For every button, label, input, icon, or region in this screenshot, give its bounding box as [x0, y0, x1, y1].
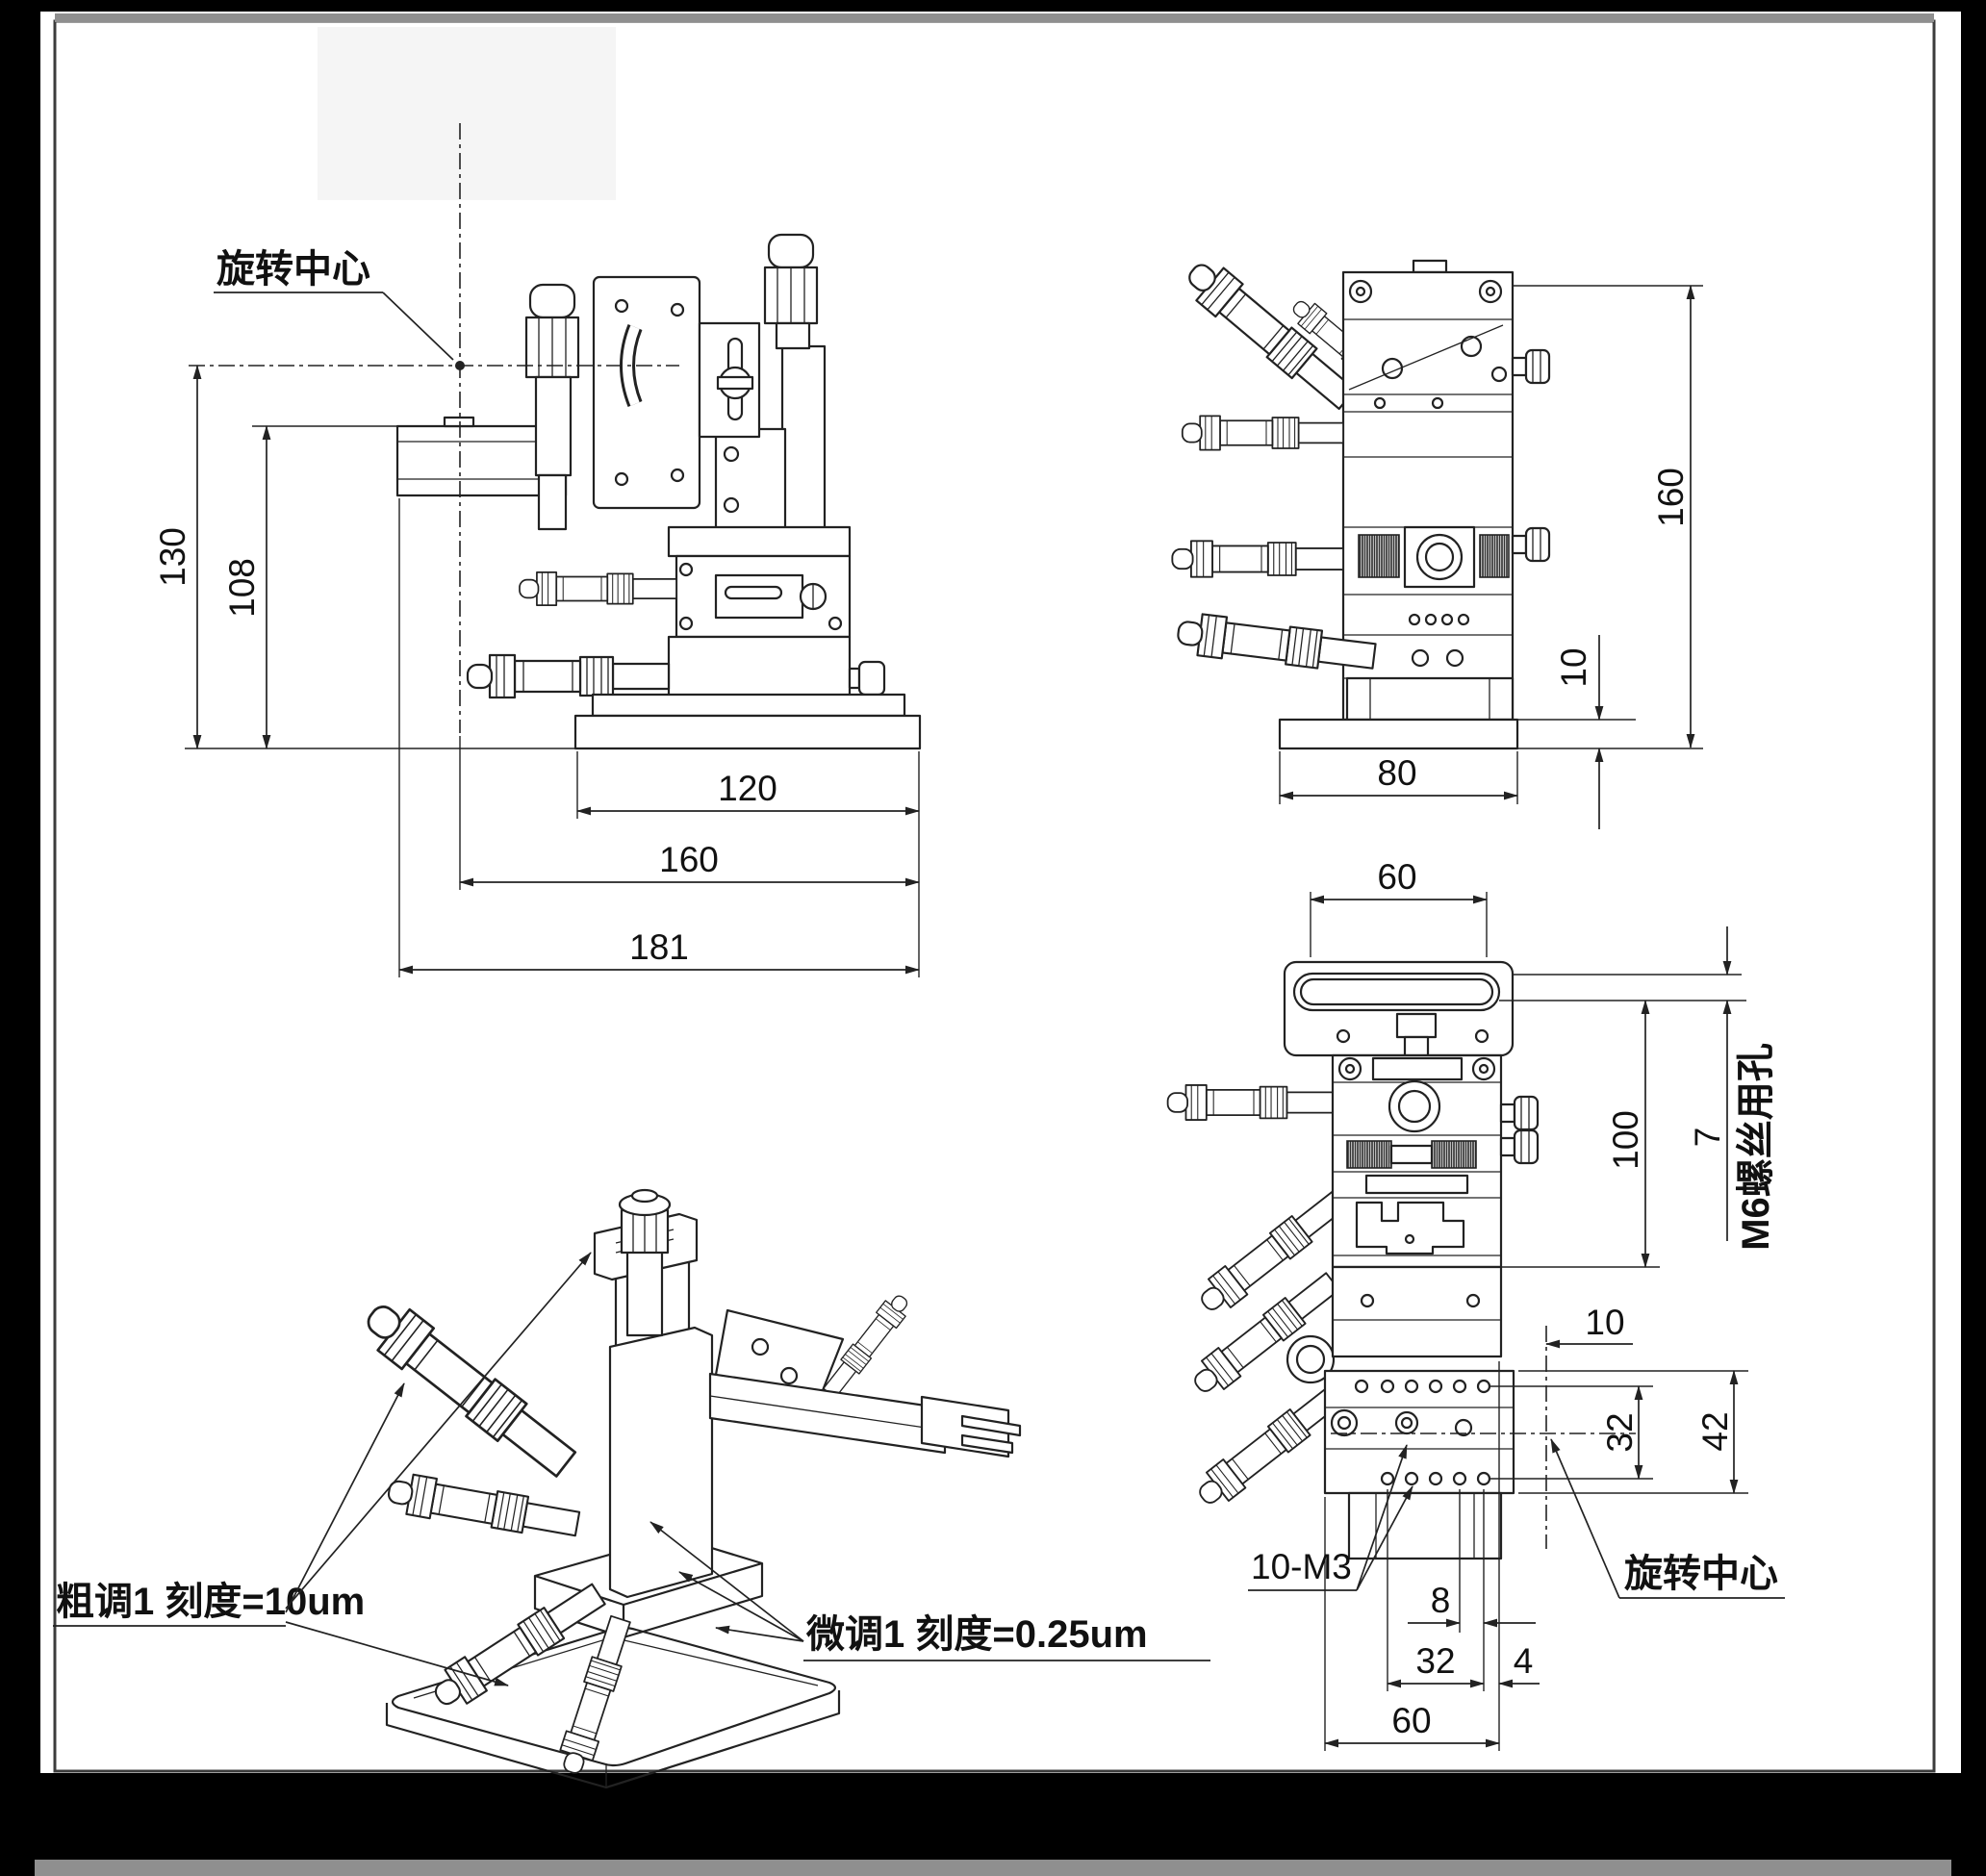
dim-120: 120 [718, 769, 777, 808]
dim-80: 80 [1377, 753, 1416, 793]
dim-8: 8 [1431, 1581, 1451, 1620]
dim-60-bottom: 60 [1391, 1701, 1431, 1740]
rear-view: 60 7 M6螺丝用孔 100 10 32 42 8 32 4 [1166, 857, 1785, 1751]
dim-130: 130 [153, 527, 192, 587]
watermark-patch [318, 27, 616, 200]
base-plate-side [1278, 718, 1519, 750]
dim-7: 7 [1688, 1128, 1727, 1148]
dim-100: 100 [1606, 1110, 1645, 1170]
dim-32: 32 [1600, 1412, 1640, 1452]
bottom-gray-bar [35, 1860, 1951, 1876]
dim-42: 42 [1695, 1411, 1735, 1451]
dim-10-side: 10 [1554, 647, 1593, 687]
top-gray-bar [55, 13, 1934, 22]
dim-108: 108 [222, 558, 262, 618]
rotation-center-label: 旋转中心 [216, 248, 370, 291]
dim-32-bottom: 32 [1415, 1641, 1455, 1681]
coarse-adjust-label: 粗调1 刻度=10um [56, 1581, 365, 1623]
rotation-center-label-rear: 旋转中心 [1624, 1553, 1778, 1595]
m6-slot [1292, 972, 1501, 1012]
dim-160: 160 [659, 840, 719, 879]
base-plate [573, 714, 922, 750]
dim-160-side: 160 [1651, 468, 1691, 527]
dim-4: 4 [1514, 1641, 1534, 1681]
dim-10-rear: 10 [1585, 1303, 1624, 1342]
bottom-black-bar [0, 1773, 1986, 1876]
drawing-frame [53, 19, 1936, 1773]
m6-hole-label: M6螺丝用孔 [1735, 1043, 1777, 1251]
label-10-m3: 10-M3 [1251, 1547, 1352, 1586]
side-view: 160 10 80 [1171, 252, 1703, 829]
isometric-view: 粗调1 刻度=10um 微调1 刻度=0.25um [53, 1188, 1210, 1789]
dim-60-top: 60 [1377, 857, 1416, 897]
dim-181: 181 [629, 927, 689, 967]
fine-adjust-label: 微调1 刻度=0.25um [805, 1613, 1148, 1656]
rotation-center-point [455, 361, 465, 370]
front-view: 旋转中心 130 108 120 160 181 [153, 123, 922, 977]
